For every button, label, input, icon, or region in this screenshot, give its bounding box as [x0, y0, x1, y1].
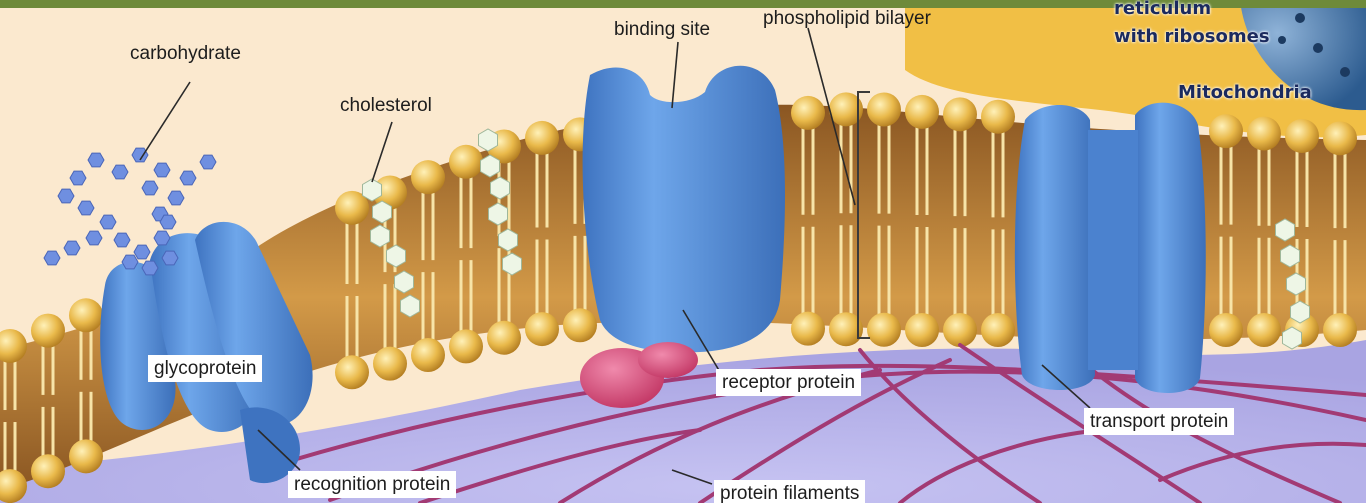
label-mitochondria: Mitochondria — [1178, 84, 1312, 103]
label-glycoprotein: glycoprotein — [148, 355, 262, 382]
label-transport-protein: transport protein — [1084, 408, 1234, 435]
label-protein-filaments: protein filaments — [714, 480, 865, 503]
label-receptor-protein: receptor protein — [716, 369, 861, 396]
label-phospholipid-bilayer: phospholipid bilayer — [763, 9, 931, 28]
label-binding-site: binding site — [614, 20, 710, 39]
receptor-protein-shape — [583, 66, 785, 353]
label-carbohydrate: carbohydrate — [130, 44, 241, 63]
label-er-line1: reticulum — [1114, 0, 1211, 19]
label-recognition-protein: recognition protein — [288, 471, 456, 498]
transport-protein-shape — [1015, 103, 1206, 393]
label-cholesterol: cholesterol — [340, 96, 432, 115]
label-er-line2: with ribosomes — [1114, 28, 1270, 47]
